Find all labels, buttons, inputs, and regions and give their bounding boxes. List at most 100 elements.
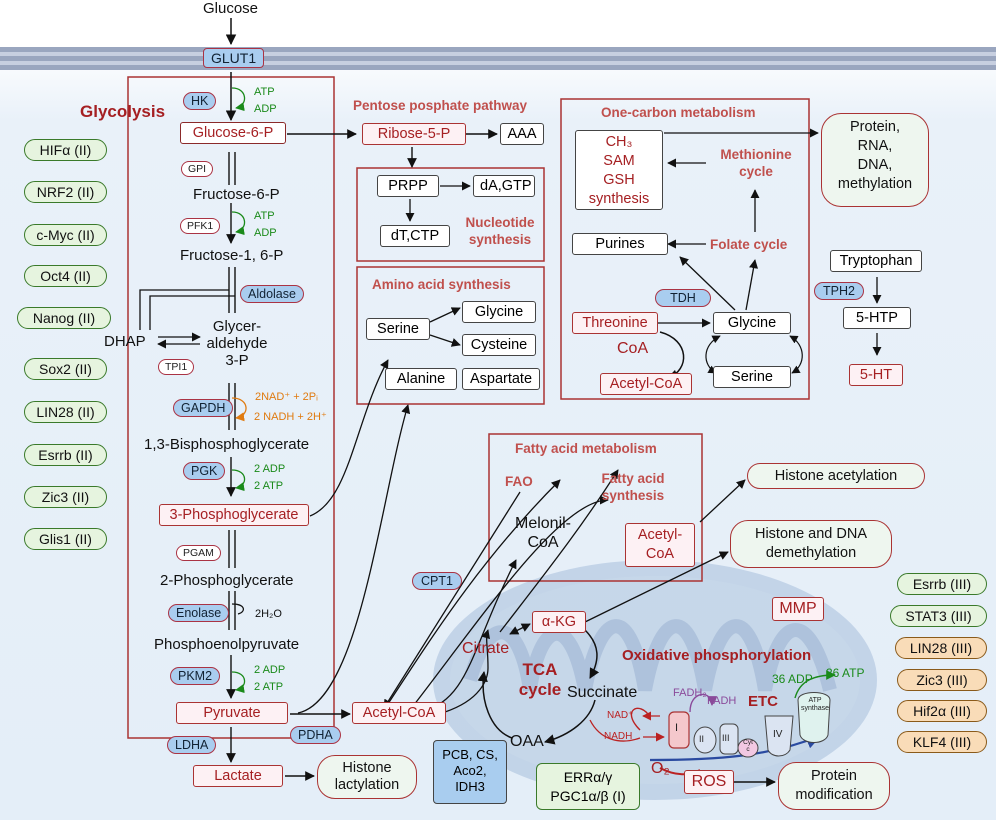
complex-i: I <box>675 722 679 734</box>
tpi1-enzyme: TPI1 <box>158 359 195 375</box>
oxphos-title: Oxidative phosphorylation <box>622 647 812 664</box>
tf-hifa: HIFα (II) <box>24 139 107 161</box>
tca-enzymes-box: PCB, CS, Aco2, IDH3 <box>433 740 507 804</box>
aa-title: Amino acid synthesis <box>372 277 511 292</box>
ros-box: ROS <box>684 770 734 794</box>
adp-input-4: 2 ADP <box>254 664 286 676</box>
tf-zic3-iii: Zic3 (III) <box>897 669 987 691</box>
cpt1-enzyme: CPT1 <box>412 572 462 590</box>
cytochrome-c: Cyt c <box>743 739 753 753</box>
complex-iv: IV <box>773 729 783 740</box>
tf-nrf2: NRF2 (II) <box>24 181 107 203</box>
nadh-output: 2 NADH + 2H⁺ <box>254 411 327 423</box>
purines-box: Purines <box>572 233 668 255</box>
malonyl-coa: Melonil- CoA <box>514 515 571 551</box>
nucleotide-synthesis-title: Nucleotide synthesis <box>465 215 535 247</box>
aa-glycine: Glycine <box>462 301 536 323</box>
protein-rna-dna-methylation: Protein, RNA, DNA, methylation <box>821 113 929 207</box>
fa-acetylcoa: Acetyl- CoA <box>625 523 695 567</box>
tf-esrrb: Esrrb (II) <box>24 444 107 466</box>
hk-enzyme: HK <box>183 92 217 110</box>
atp-input-2: ATP <box>254 210 275 222</box>
glycolysis-title: Glycolysis <box>80 102 166 121</box>
coa-label: CoA <box>617 340 649 357</box>
lactate-box: Lactate <box>193 765 283 787</box>
aa-cysteine: Cysteine <box>462 334 536 356</box>
one-carbon-box <box>560 98 810 400</box>
tf-nanog: Nanog (II) <box>17 307 111 329</box>
phosphoenolpyruvate: Phosphoenolpyruvate <box>154 636 300 653</box>
enolase-enzyme: Enolase <box>168 604 230 622</box>
atp-input-1: ATP <box>254 86 275 98</box>
fao-label: FAO <box>505 474 533 489</box>
aa-serine: Serine <box>366 318 430 340</box>
mmp-box: MMP <box>772 597 824 621</box>
2-phosphoglycerate: 2-Phosphoglycerate <box>160 572 294 589</box>
protein-modification: Protein modification <box>778 762 890 810</box>
fadh-label: FADH <box>707 695 737 707</box>
3-phosphoglycerate: 3-Phosphoglycerate <box>159 504 309 526</box>
citrate-label: Citrate <box>462 640 510 657</box>
tf-cmyc: c-Myc (II) <box>24 224 107 246</box>
bisphosphoglycerate: 1,3-Bisphosphoglycerate <box>144 436 310 453</box>
tf-oct4: Oct4 (II) <box>24 265 107 287</box>
aldolase-enzyme: Aldolase <box>240 285 304 303</box>
gpi-enzyme: GPI <box>181 161 214 177</box>
tph2-enzyme: TPH2 <box>814 282 864 300</box>
prpp-box: PRPP <box>377 175 439 197</box>
atp-36: 36 ATP <box>826 666 865 680</box>
methionine-cycle: Methionine cycle <box>720 147 792 179</box>
tca-cycle-title: TCA cycle <box>518 660 562 699</box>
aaa-box: AAA <box>500 123 544 145</box>
adp-36: 36 ADP <box>772 672 813 686</box>
atp-output-4: 2 ATP <box>254 681 284 693</box>
glucose-label: Glucose <box>203 0 259 17</box>
pyruvate-box: Pyruvate <box>176 702 288 724</box>
adp-output-1: ADP <box>254 103 277 115</box>
adp-output-2: ADP <box>254 227 277 239</box>
histone-acetylation: Histone acetylation <box>747 463 925 489</box>
nad-input: 2NAD⁺ + 2Pᵢ <box>255 391 318 403</box>
tf-esrrb-iii: Esrrb (III) <box>897 573 987 595</box>
aa-alanine: Alanine <box>385 368 457 390</box>
fatty-acid-title: Fatty acid metabolism <box>515 441 657 456</box>
tf-lin28-iii: LIN28 (III) <box>895 637 987 659</box>
pfk1-enzyme: PFK1 <box>180 218 221 234</box>
tf-glis1: Glis1 (II) <box>24 528 107 550</box>
pdha-enzyme: PDHA <box>290 726 341 744</box>
fatty-acid-synthesis: Fatty acid synthesis <box>601 471 665 503</box>
aa-aspartate: Aspartate <box>462 368 540 390</box>
complex-ii: II <box>699 734 705 744</box>
one-carbon-title: One-carbon metabolism <box>601 105 756 120</box>
fructose-6-p: Fructose-6-P <box>193 186 280 203</box>
5htp-box: 5-HTP <box>843 307 911 329</box>
tryptophan-box: Tryptophan <box>830 250 922 272</box>
pkm2-enzyme: PKM2 <box>170 667 221 685</box>
tf-sox2: Sox2 (II) <box>24 358 107 380</box>
adp-input-3: 2 ADP <box>254 463 286 475</box>
dtctp-box: dT,CTP <box>380 225 450 247</box>
ribose-5-p: Ribose-5-P <box>362 123 466 145</box>
amino-acid-box <box>356 266 545 405</box>
etc-title: ETC <box>748 693 778 710</box>
fructose-1-6-p: Fructose-1, 6-P <box>180 247 284 264</box>
atp-output-3: 2 ATP <box>254 480 284 492</box>
threonine-box: Threonine <box>572 312 658 334</box>
tf-hif2a-iii: Hif2α (III) <box>897 700 987 722</box>
fatty-acid-box <box>488 433 703 582</box>
oaa-label: OAA <box>510 733 544 750</box>
glut1-transporter: GLUT1 <box>203 48 265 68</box>
tca-acetylcoa: Acetyl-CoA <box>352 702 446 724</box>
water-output: 2H₂O <box>255 608 282 620</box>
tf-stat3-iii: STAT3 (III) <box>890 605 987 627</box>
ldha-enzyme: LDHA <box>167 736 217 754</box>
tf-zic3: Zic3 (II) <box>24 486 107 508</box>
oc-serine: Serine <box>713 366 791 388</box>
pgk-enzyme: PGK <box>183 462 226 480</box>
cell-membrane <box>0 47 996 70</box>
ppp-title: Pentose posphate pathway <box>353 98 528 113</box>
tdh-enzyme: TDH <box>655 289 711 307</box>
histone-dna-demethylation: Histone and DNA demethylation <box>730 520 892 568</box>
dhap-label: DHAP <box>104 333 146 350</box>
